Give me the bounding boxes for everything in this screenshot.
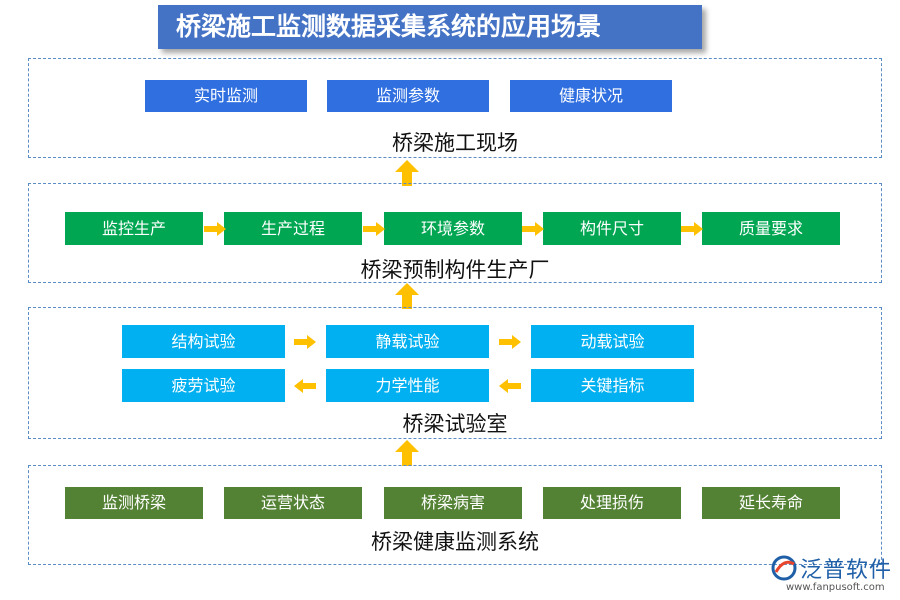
fanpu-logo: 泛普软件 www.fanpusoft.com [770, 550, 894, 596]
box-factory-2: 生产过程 [224, 212, 362, 245]
right-arrow-icon [204, 222, 226, 236]
box-site-1: 实时监测 [145, 80, 307, 112]
box-health-4: 处理损伤 [543, 487, 681, 519]
up-arrow-icon [395, 283, 419, 309]
section-construction-site: 实时监测 监测参数 健康状况 桥梁施工现场 [28, 58, 882, 158]
box-lab-mechanical: 力学性能 [326, 369, 489, 402]
box-site-3: 健康状况 [510, 80, 672, 112]
up-arrow-icon [395, 160, 419, 186]
logo-url: www.fanpusoft.com [786, 582, 885, 593]
fanpu-logo-icon [771, 555, 797, 581]
box-lab-dynamic-test: 动载试验 [531, 325, 694, 358]
box-factory-3: 环境参数 [384, 212, 522, 245]
box-health-3: 桥梁病害 [384, 487, 522, 519]
diagram-title: 桥梁施工监测数据采集系统的应用场景 [158, 5, 702, 49]
box-lab-fatigue-test: 疲劳试验 [122, 369, 285, 402]
left-arrow-icon [499, 379, 521, 393]
section-bridge-lab: 结构试验 静载试验 动载试验 疲劳试验 力学性能 关键指标 桥梁试验室 [28, 307, 882, 439]
box-health-5: 延长寿命 [702, 487, 840, 519]
right-arrow-icon [499, 335, 521, 349]
box-health-1: 监测桥梁 [65, 487, 203, 519]
right-arrow-icon [681, 222, 703, 236]
section-label-factory: 桥梁预制构件生产厂 [360, 258, 550, 282]
box-health-2: 运营状态 [224, 487, 362, 519]
section-label-site: 桥梁施工现场 [392, 131, 518, 155]
box-lab-structure-test: 结构试验 [122, 325, 285, 358]
logo-name: 泛普软件 [800, 558, 893, 583]
section-health-monitoring: 监测桥梁 运营状态 桥梁病害 处理损伤 延长寿命 桥梁健康监测系统 [28, 465, 882, 565]
box-lab-static-test: 静载试验 [326, 325, 489, 358]
section-precast-factory: 监控生产 生产过程 环境参数 构件尺寸 质量要求 桥梁预制构件生产厂 [28, 183, 882, 283]
box-factory-4: 构件尺寸 [543, 212, 681, 245]
right-arrow-icon [522, 222, 544, 236]
box-factory-5: 质量要求 [702, 212, 840, 245]
right-arrow-icon [294, 335, 316, 349]
box-factory-1: 监控生产 [65, 212, 203, 245]
left-arrow-icon [294, 379, 316, 393]
right-arrow-icon [363, 222, 385, 236]
box-lab-key-indicators: 关键指标 [531, 369, 694, 402]
section-label-lab: 桥梁试验室 [402, 412, 508, 436]
up-arrow-icon [395, 440, 419, 466]
section-label-health: 桥梁健康监测系统 [371, 530, 539, 554]
box-site-2: 监测参数 [327, 80, 489, 112]
